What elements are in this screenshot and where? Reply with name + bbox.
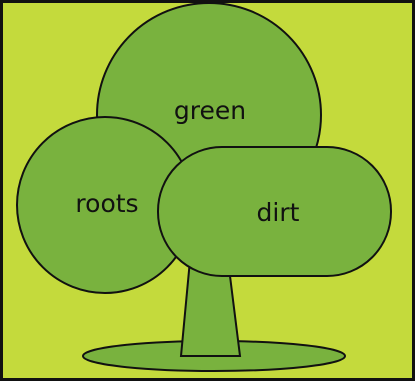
dirt-label: dirt (257, 198, 300, 227)
green-label: green (174, 96, 246, 125)
roots-label: roots (75, 189, 138, 218)
